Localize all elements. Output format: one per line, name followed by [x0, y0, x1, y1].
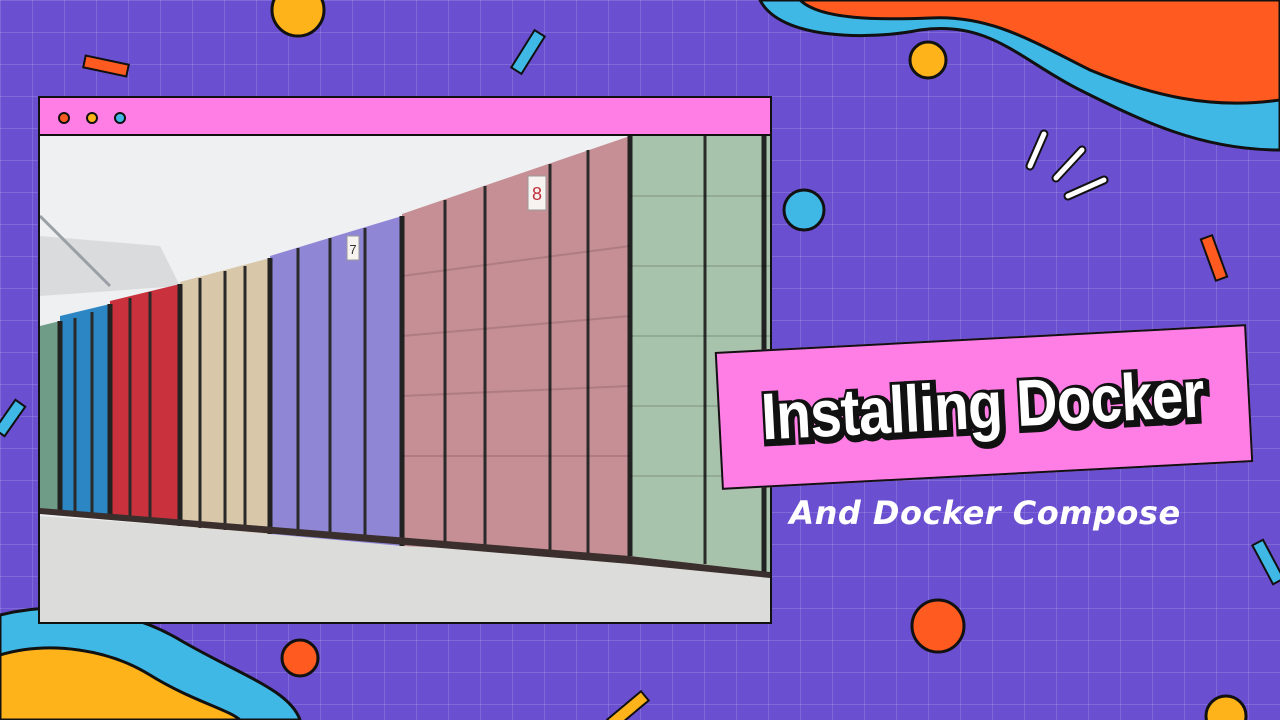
blue-dot	[114, 112, 126, 124]
container-number-7: 7	[349, 242, 356, 257]
bar-yellow-bottom	[605, 689, 651, 720]
yellow-dot	[86, 112, 98, 124]
bottom-left-blob-yellow	[0, 646, 243, 720]
bar-orange-right	[1199, 233, 1229, 283]
red-dot	[58, 112, 70, 124]
shipping-containers-photo: 8 7	[40, 136, 770, 622]
browser-window: 8 7	[38, 96, 772, 624]
circle-orange-left	[280, 638, 320, 678]
bar-cyan-right	[1251, 538, 1280, 586]
title-banner: Installing Docker	[714, 324, 1254, 490]
circle-yellow-top	[270, 0, 326, 38]
subtitle: And Docker Compose	[789, 494, 1181, 532]
circle-orange-bottom	[910, 598, 966, 654]
page-title-stroke: Installing Docker	[756, 354, 1211, 460]
bar-orange-top-left	[82, 54, 130, 78]
circle-yellow-bottom-right	[1204, 694, 1248, 720]
top-right-blob-orange	[797, 0, 1280, 105]
container-number-8: 8	[532, 184, 542, 204]
circle-yellow-right	[908, 40, 948, 80]
window-title-bar	[40, 98, 770, 136]
bar-cyan-left	[0, 398, 27, 438]
bar-cyan-top	[509, 28, 547, 76]
circle-cyan-right	[782, 188, 826, 232]
